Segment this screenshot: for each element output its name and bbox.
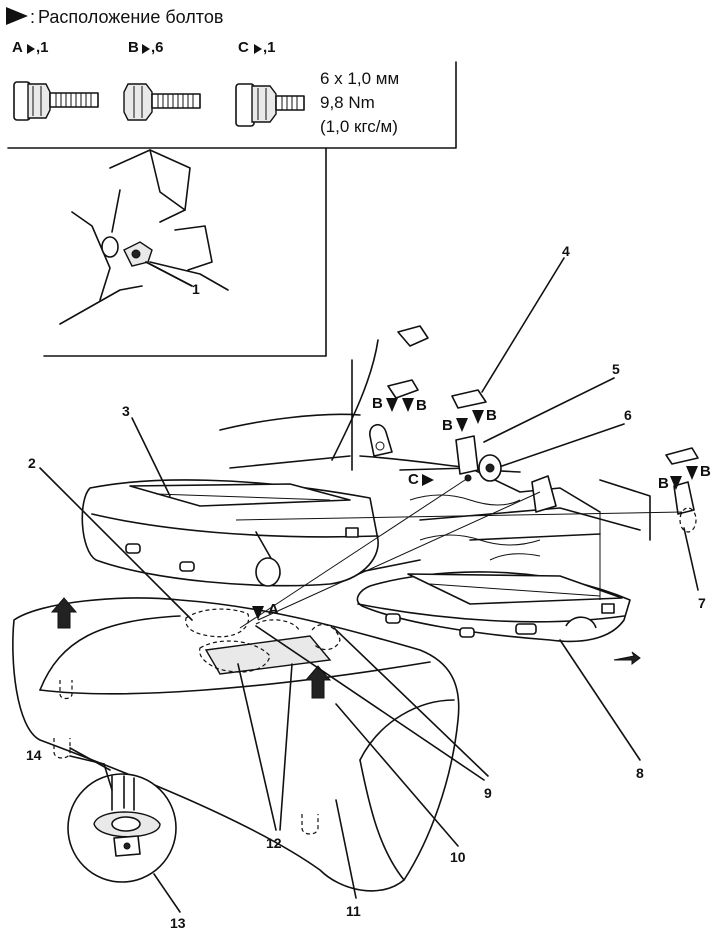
callout-10: 10 <box>450 849 466 865</box>
callout-9: 9 <box>484 785 492 801</box>
bolt-markers-b: B B B B B B <box>372 395 711 492</box>
bolt-down-arrow-icon <box>686 466 698 480</box>
bolt-type-b-count: ,6 <box>151 39 164 56</box>
arrow-marker-icon <box>27 44 35 54</box>
callout-6: 6 <box>624 407 632 423</box>
callout-numbers: 1 2 3 4 5 6 7 8 9 10 11 12 13 14 <box>26 243 706 931</box>
marker-b-label: B <box>658 475 669 492</box>
callout-1: 1 <box>192 281 200 297</box>
marker-b-label: B <box>486 407 497 424</box>
bolt-type-a-count: ,1 <box>36 39 49 56</box>
callout-3: 3 <box>122 403 130 419</box>
marker-a-label: A <box>268 601 279 618</box>
marker-b-label: B <box>372 395 383 412</box>
detail-latch-circle <box>67 773 177 883</box>
bolt-type-b-letter: B <box>128 39 139 56</box>
hinge-bracket-left <box>351 325 429 471</box>
legend-title: Расположение болтов <box>38 7 223 27</box>
bolt-type-c-count: ,1 <box>263 39 276 56</box>
hinge-bracket-middle <box>451 389 502 482</box>
bolt-down-arrow-icon <box>670 476 682 490</box>
marker-b-label: B <box>416 397 427 414</box>
bolt-down-arrow-icon <box>472 410 484 424</box>
marker-b-label: B <box>442 417 453 434</box>
legend: : Расположение болтов A ,1 B ,6 C ,1 <box>6 7 399 136</box>
legend-frame <box>7 61 457 357</box>
seat-cushion <box>12 597 460 892</box>
callout-5: 5 <box>612 361 620 377</box>
bolt-down-arrow-icon <box>386 398 398 412</box>
arrow-marker-icon <box>254 44 262 54</box>
bolt-marker-c: C <box>408 471 434 488</box>
bolt-spec-size: 6 x 1,0 мм <box>320 69 399 88</box>
callout-11: 11 <box>346 903 361 919</box>
bolt-type-b: B ,6 <box>128 39 164 56</box>
bolt-c-icon <box>235 83 305 127</box>
bolt-type-a-letter: A <box>12 39 23 56</box>
bolt-type-a: A ,1 <box>12 39 49 56</box>
bolt-down-arrow-icon <box>402 398 414 412</box>
leader-lines <box>39 257 699 913</box>
callout-13: 13 <box>170 915 186 931</box>
seat-back-right <box>356 571 641 665</box>
hinge-bracket-right <box>531 447 699 533</box>
inset-detail-clip <box>59 149 229 325</box>
marker-c-label: C <box>408 471 419 488</box>
callout-7: 7 <box>698 595 706 611</box>
bolt-type-c-letter: C <box>238 39 249 56</box>
bolt-type-c: C ,1 <box>238 39 276 56</box>
bolt-b-icon <box>123 83 201 121</box>
callout-4: 4 <box>562 243 570 259</box>
arrow-marker-icon <box>6 7 28 25</box>
callout-12: 12 <box>266 835 282 851</box>
bolt-down-arrow-icon <box>252 606 264 620</box>
callout-2: 2 <box>28 455 36 471</box>
bolt-spec-torque: 9,8 Nm <box>320 93 375 112</box>
marker-b-label: B <box>700 463 711 480</box>
callout-8: 8 <box>636 765 644 781</box>
seat-back-left <box>81 479 379 587</box>
arrow-marker-icon <box>142 44 150 54</box>
legend-title-colon: : <box>30 7 35 27</box>
bolt-a-icon <box>13 81 99 121</box>
bolt-marker-a: A <box>252 601 279 620</box>
arrow-marker-icon <box>422 474 434 486</box>
bolt-spec-torque-alt: (1,0 кгс/м) <box>320 117 398 136</box>
bolt-down-arrow-icon <box>456 418 468 432</box>
callout-14: 14 <box>26 747 42 763</box>
